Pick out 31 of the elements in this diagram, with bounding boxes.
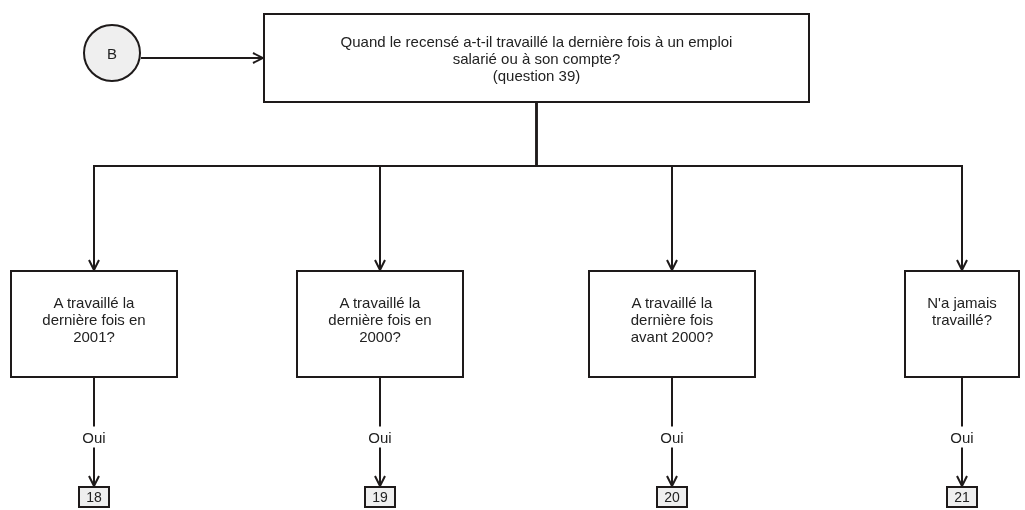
node-text: N'a jamais travaillé? xyxy=(926,294,998,328)
node-text: A travaillé la dernière fois en 2000? xyxy=(327,294,433,345)
arrow xyxy=(535,102,968,271)
edge-label: Oui xyxy=(82,426,106,448)
node-text: 21 xyxy=(954,488,970,506)
node-text: Quand le recensé a-t-il travaillé la dernière fois à un emploi salarié ou à son compte? xyxy=(339,32,734,67)
arrow xyxy=(88,377,100,487)
number-box xyxy=(946,486,978,508)
arrow xyxy=(140,52,264,64)
edge-label: Oui xyxy=(950,426,974,448)
answer-box xyxy=(588,270,756,378)
node-text: 19 xyxy=(372,488,388,506)
answer-box xyxy=(904,270,1020,378)
number-box xyxy=(656,486,688,508)
arrow xyxy=(666,377,678,487)
node-text: A travaillé la dernière fois en 2001? xyxy=(41,294,147,345)
number-box xyxy=(78,486,110,508)
answer-box xyxy=(296,270,464,378)
node-text: 18 xyxy=(86,488,102,506)
answer-box xyxy=(10,270,178,378)
node-text: B xyxy=(107,44,117,62)
node-subtext: (question 39) xyxy=(492,66,581,84)
arrow xyxy=(956,377,968,487)
connector-circle xyxy=(83,24,141,82)
question-box xyxy=(263,13,810,103)
arrow xyxy=(374,377,386,487)
number-box xyxy=(364,486,396,508)
node-text: 20 xyxy=(664,488,680,506)
edge-label: Oui xyxy=(368,426,392,448)
edge-label: Oui xyxy=(660,426,684,448)
node-text: A travaillé la dernière fois avant 2000? xyxy=(629,294,715,345)
